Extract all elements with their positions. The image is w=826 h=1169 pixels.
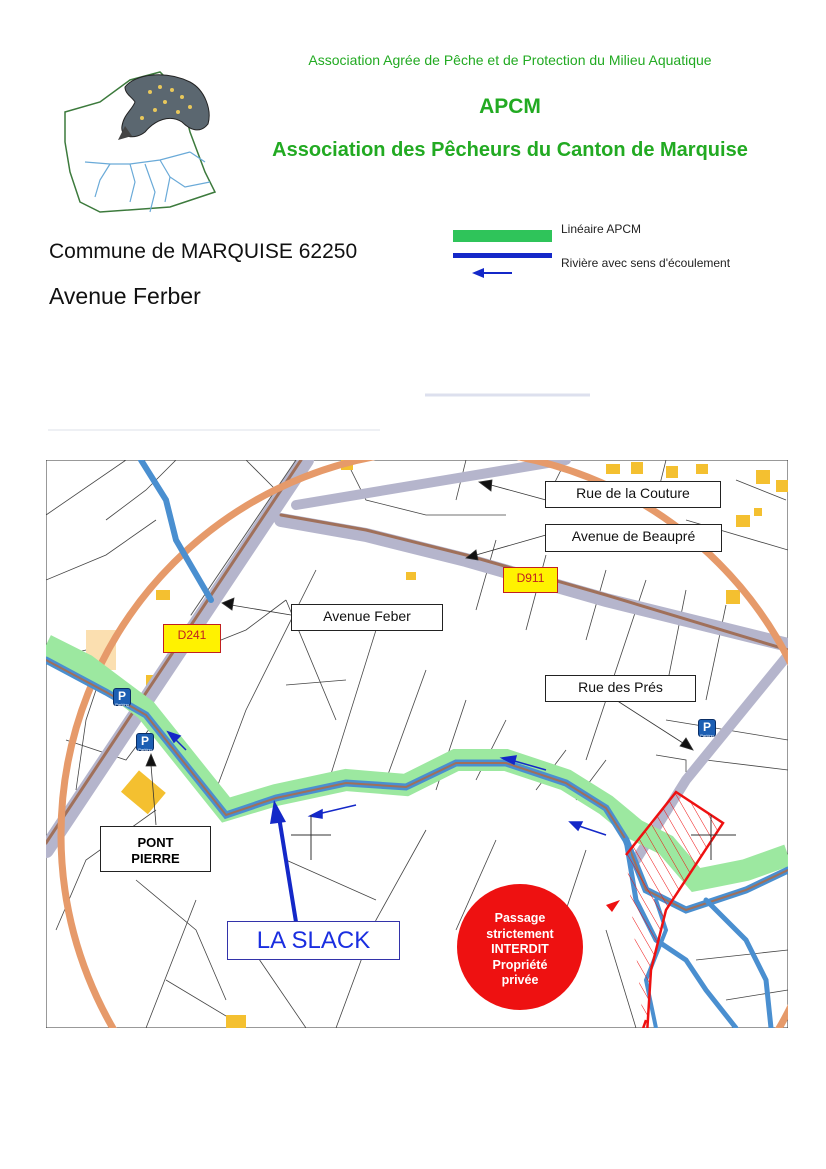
forbidden-passage-notice: Passage strictement INTERDIT Propriété p…	[457, 884, 583, 1010]
logo-river	[84, 151, 211, 213]
fish-icon	[118, 74, 210, 140]
road-number-d911: D911	[503, 567, 558, 593]
street-label-rue-des-pres: Rue des Prés	[545, 675, 696, 702]
street-label-avenue-de-beaupre: Avenue de Beaupré	[545, 524, 722, 552]
forbidden-pointer-icon	[606, 900, 620, 912]
association-acronym: APCM	[479, 95, 541, 118]
street-title: Avenue Ferber	[49, 283, 201, 309]
apcm-logo	[64, 71, 217, 213]
grid-crosses	[291, 815, 736, 860]
river-name-label: LA SLACK	[227, 921, 400, 960]
cadastral-map	[46, 460, 788, 1028]
scan-artifacts	[48, 393, 590, 431]
landmark-line1: PONT	[137, 835, 174, 850]
notice-line: strictement	[486, 926, 554, 941]
la-slack-arrow	[277, 816, 298, 923]
notice-line: privée	[501, 973, 539, 987]
label-pointers	[145, 479, 694, 826]
landmark-line2: PIERRE	[131, 851, 180, 866]
association-name: Association des Pêcheurs du Canton de Ma…	[272, 139, 748, 161]
flow-arrows-icon	[166, 730, 607, 836]
legend-river-swatch	[453, 253, 552, 258]
forbidden-zone	[625, 790, 725, 1028]
legend-symbols	[453, 230, 552, 278]
street-label-avenue-feber: Avenue Feber	[291, 604, 443, 631]
roads	[46, 460, 788, 865]
road-number-d241: D241	[163, 624, 221, 653]
legend-apcm-label: Linéaire APCM	[561, 222, 642, 236]
notice-line: INTERDIT	[491, 942, 549, 956]
legend-apcm-swatch	[453, 230, 552, 242]
street-label-rue-de-la-couture: Rue de la Couture	[545, 481, 721, 508]
buffer-circle	[57, 460, 788, 1028]
notice-line: Propriété	[492, 957, 548, 972]
notice-line: Passage	[494, 911, 546, 925]
legend-river-label: Rivière avec sens d'écoulement	[561, 256, 731, 270]
landmark-pont-pierre: PONT PIERRE	[100, 826, 211, 872]
commune-title: Commune de MARQUISE 62250	[49, 240, 358, 263]
association-full-name: Association Agrée de Pêche et de Protect…	[308, 52, 712, 68]
